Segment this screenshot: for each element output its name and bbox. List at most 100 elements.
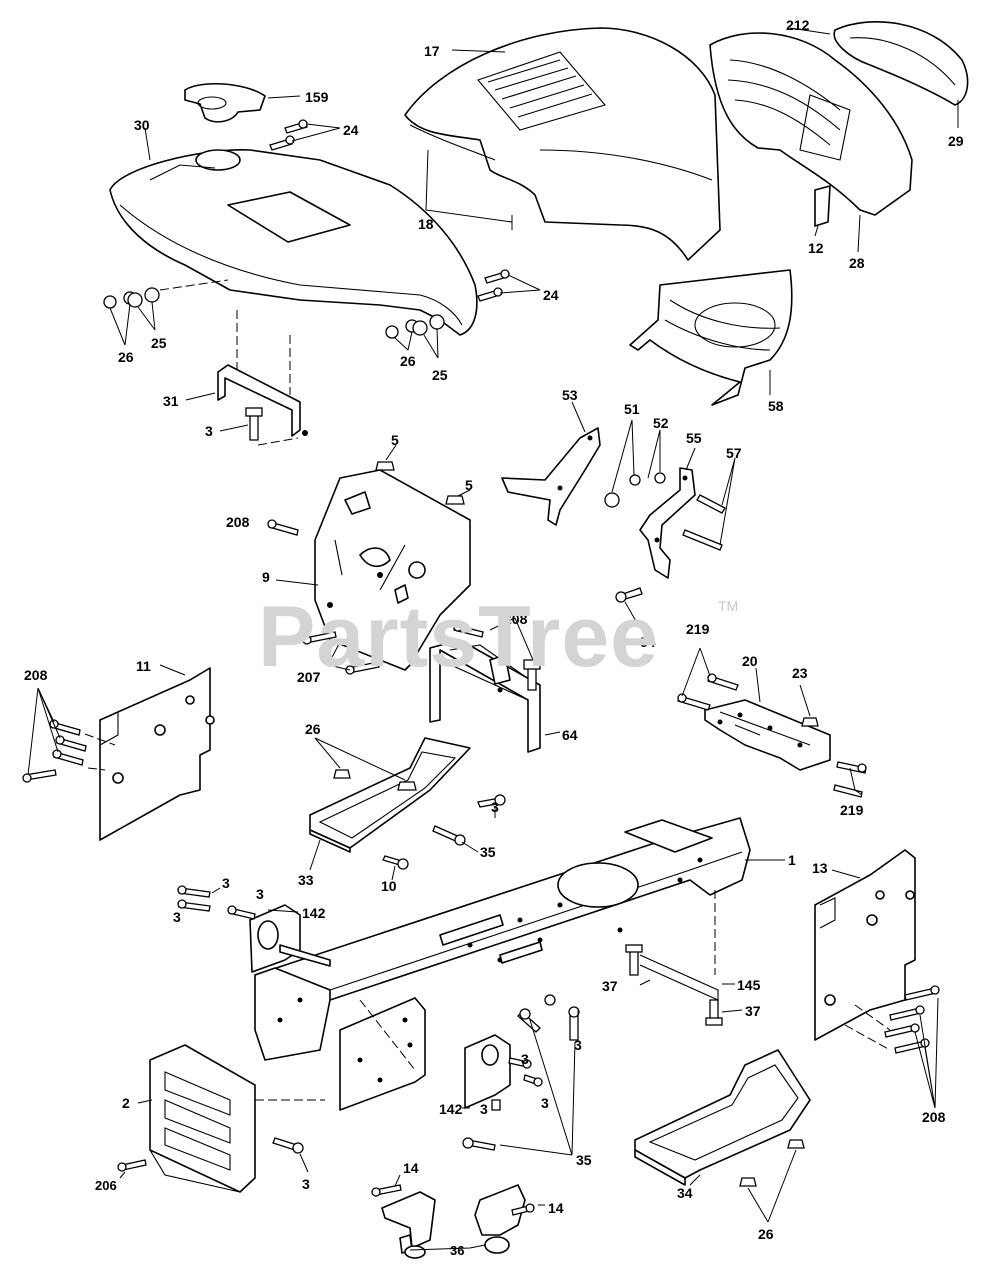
- callout-26-upper: 26: [305, 721, 321, 737]
- callout-20: 20: [742, 653, 758, 669]
- callout-12: 12: [808, 240, 824, 256]
- watermark-trademark: TM: [718, 598, 739, 614]
- callout-25-right: 25: [432, 367, 448, 383]
- watermark-text: PartsTree: [258, 589, 660, 685]
- callout-145: 145: [737, 977, 761, 993]
- callout-219-upper: 219: [686, 621, 710, 637]
- callout-26-right: 26: [400, 353, 416, 369]
- screw-hardware: [371, 1184, 535, 1216]
- callout-11: 11: [136, 658, 151, 674]
- callout-34: 34: [677, 1185, 693, 1201]
- callout-3-c: 3: [222, 875, 230, 891]
- callout-37-right: 37: [745, 1003, 761, 1019]
- hitch-bracket-part[interactable]: [464, 1034, 511, 1109]
- callout-5-b: 5: [465, 477, 473, 493]
- steering-plate-part[interactable]: [704, 699, 831, 771]
- nut-washer-hardware: [604, 472, 666, 508]
- callout-52: 52: [653, 415, 669, 431]
- rear-plate-part[interactable]: [339, 997, 426, 1111]
- callout-3-g: 3: [521, 1051, 529, 1067]
- grille-part[interactable]: [709, 32, 913, 216]
- callout-3-a: 3: [205, 423, 213, 439]
- callout-208-middle: 208: [504, 611, 528, 627]
- callout-159: 159: [305, 89, 329, 105]
- callout-13: 13: [812, 860, 828, 876]
- brake-bracket-part[interactable]: [639, 467, 696, 579]
- callout-3-b: 3: [491, 799, 499, 815]
- callout-208-right: 208: [922, 1109, 946, 1125]
- bolt-hardware: [544, 944, 723, 1026]
- callout-57: 57: [726, 445, 742, 461]
- callout-26-left: 26: [118, 349, 134, 365]
- callout-26-lower: 26: [758, 1226, 774, 1242]
- callout-64: 64: [562, 727, 578, 743]
- callout-30: 30: [134, 117, 150, 133]
- callout-208-left: 208: [24, 667, 48, 683]
- bolt-hardware: [682, 494, 726, 551]
- callout-29: 29: [948, 133, 964, 149]
- right-side-plate-part[interactable]: [814, 849, 916, 1041]
- shield-part[interactable]: [629, 269, 793, 406]
- callout-10: 10: [381, 878, 397, 894]
- callout-54: 54: [640, 634, 656, 650]
- callout-3-i: 3: [541, 1095, 549, 1111]
- left-side-plate-part[interactable]: [99, 667, 215, 841]
- screw-hardware: [615, 587, 643, 603]
- screw-hardware: [302, 631, 380, 675]
- callout-142-lower: 142: [439, 1101, 463, 1117]
- hitch-bracket-part[interactable]: [249, 904, 331, 973]
- callout-208-upper: 208: [226, 514, 250, 530]
- callout-18: 18: [418, 216, 434, 232]
- nose-cap-part[interactable]: [833, 21, 969, 106]
- callout-36: 36: [450, 1243, 464, 1258]
- hood-part[interactable]: [404, 27, 721, 261]
- front-bracket-part[interactable]: [149, 1044, 256, 1193]
- rod-part[interactable]: [639, 954, 719, 1001]
- callout-51: 51: [624, 401, 640, 417]
- screw-hardware: [491, 1006, 580, 1111]
- callout-35-upper: 35: [480, 844, 496, 860]
- callout-28: 28: [849, 255, 865, 271]
- callout-3-j: 3: [302, 1176, 310, 1192]
- nut-washer-hardware: [103, 287, 160, 309]
- callout-31: 31: [163, 393, 179, 409]
- nut-washer-hardware: [385, 314, 445, 339]
- callout-219-lower: 219: [840, 802, 864, 818]
- callout-24-right: 24: [543, 287, 559, 303]
- seat-pan-part[interactable]: [309, 737, 471, 853]
- callout-23: 23: [792, 665, 808, 681]
- callout-24-upper: 24: [343, 122, 359, 138]
- callout-35-lower: 35: [576, 1152, 592, 1168]
- callout-14-right: 14: [548, 1200, 564, 1216]
- callout-212: 212: [786, 17, 810, 33]
- dash-bracket-part[interactable]: [217, 364, 308, 437]
- screw-hardware: [22, 719, 87, 783]
- callout-2: 2: [122, 1095, 130, 1111]
- screw-hardware: [245, 407, 263, 441]
- main-frame-part[interactable]: [254, 817, 751, 1061]
- dash-insert-part[interactable]: [184, 82, 266, 123]
- nut-hardware: [739, 1139, 805, 1187]
- callout-3-h: 3: [480, 1101, 488, 1117]
- screw-hardware: [117, 1137, 304, 1172]
- callout-1: 1: [788, 852, 796, 868]
- footrest-part[interactable]: [634, 1049, 811, 1186]
- pedal-bracket-part[interactable]: [501, 427, 601, 526]
- callout-3-f: 3: [574, 1037, 582, 1053]
- screw-hardware: [267, 519, 299, 536]
- seat-bracket-part[interactable]: [429, 639, 541, 753]
- dash-support-plate-part[interactable]: [314, 469, 471, 671]
- axle-bracket-part[interactable]: [381, 1191, 436, 1259]
- callout-5-a: 5: [391, 432, 399, 448]
- screw-hardware: [382, 794, 506, 870]
- hood-bracket-part[interactable]: [814, 185, 831, 227]
- callout-55: 55: [686, 430, 702, 446]
- axle-bracket-part[interactable]: [474, 1184, 526, 1254]
- screw-hardware: [269, 119, 308, 151]
- screw-hardware: [453, 622, 541, 691]
- callout-142-upper: 142: [302, 905, 326, 921]
- dash-panel-part[interactable]: [109, 149, 478, 336]
- screw-hardware: [462, 1137, 496, 1151]
- callout-3-e: 3: [173, 909, 181, 925]
